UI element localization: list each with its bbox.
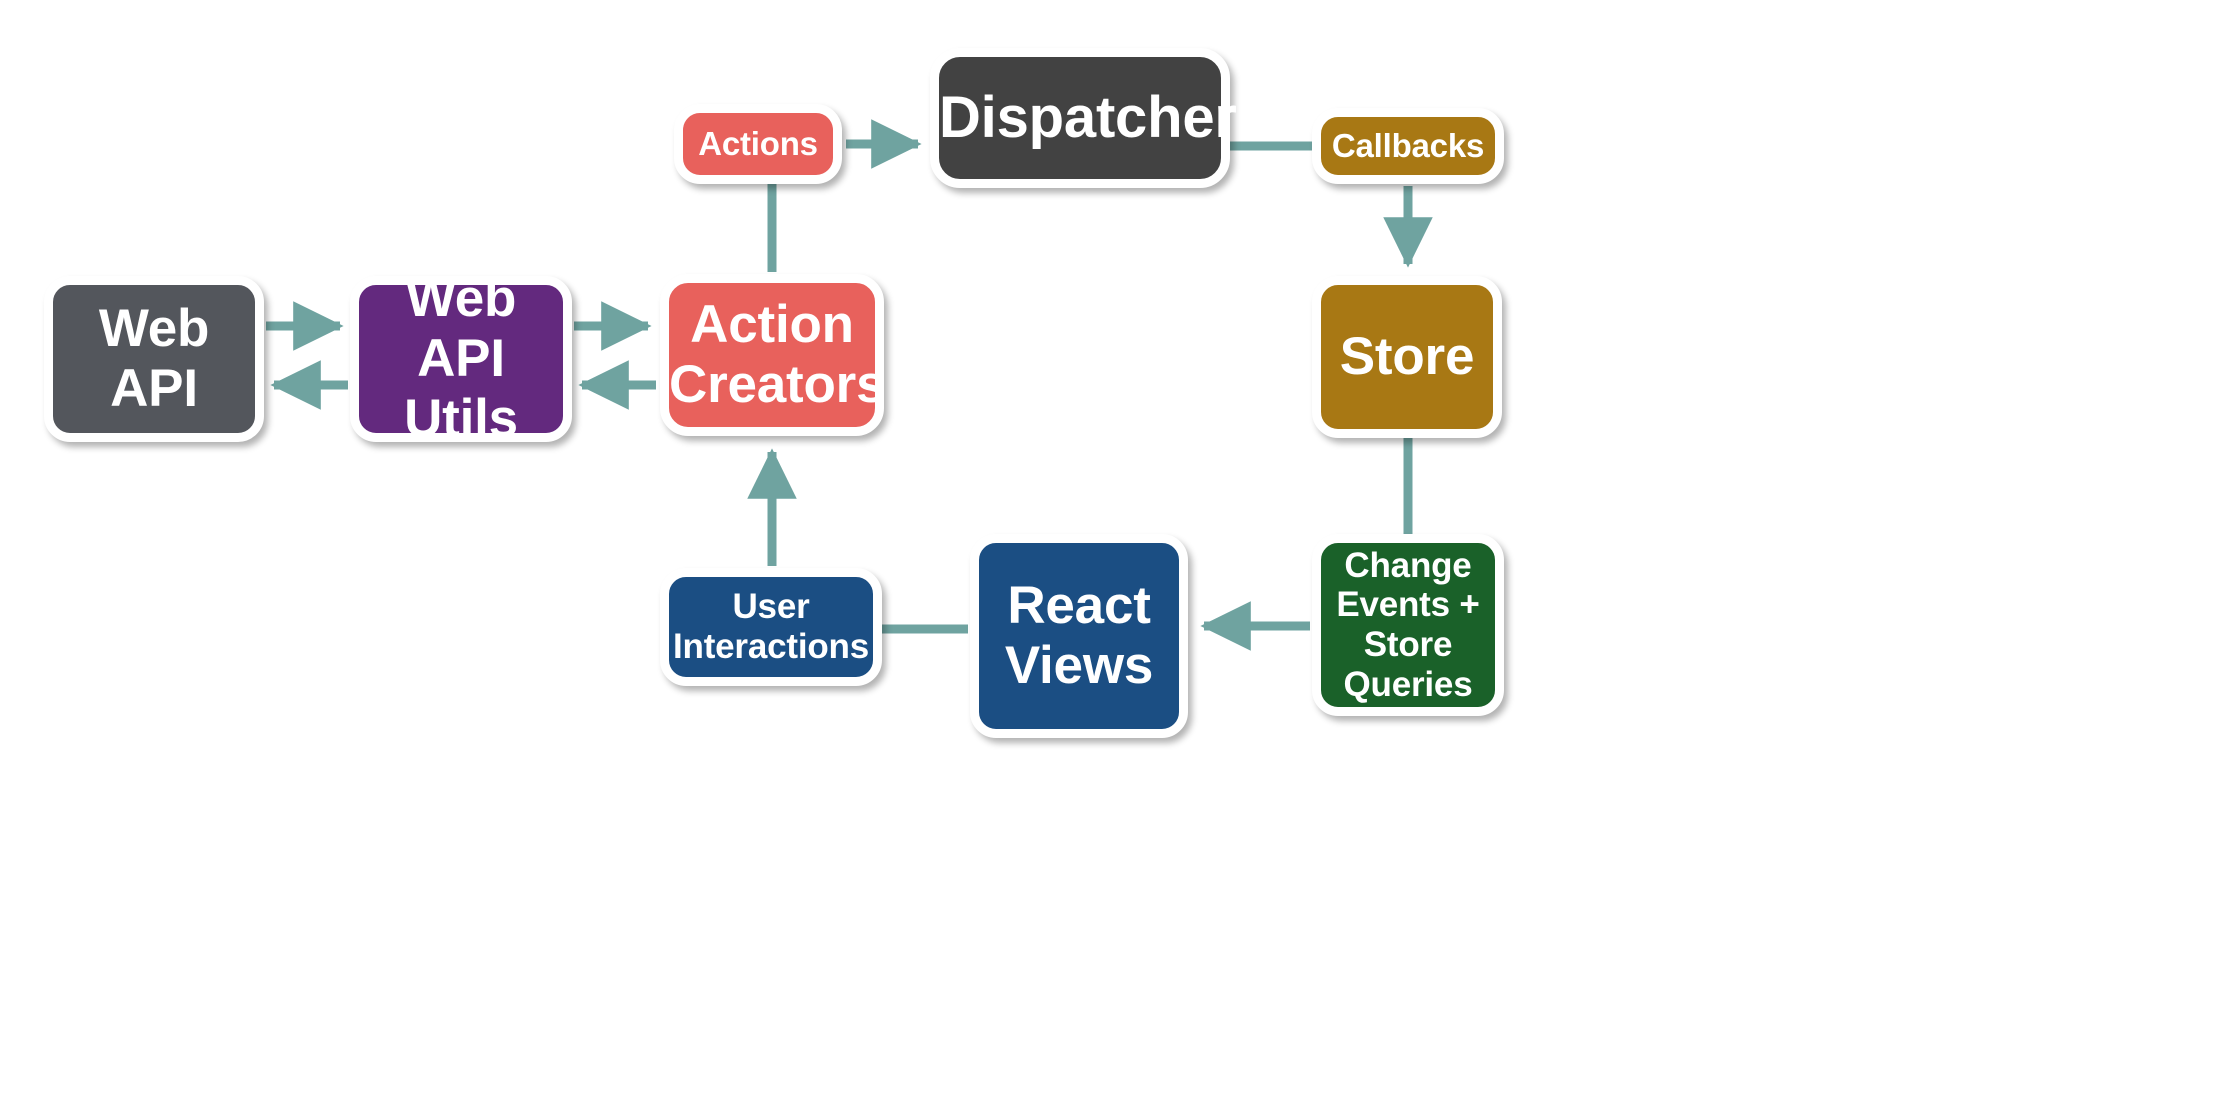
node-action-creators[interactable]: Action Creators: [660, 274, 886, 436]
node-store-label: Store: [1339, 327, 1475, 387]
node-dispatcher-label: Dispatcher: [939, 85, 1237, 151]
node-web-api-utils-label: Web API Utils: [404, 269, 518, 448]
node-change-events-store-queries[interactable]: Change Events + Store Queries: [1312, 534, 1504, 716]
node-react-views[interactable]: React Views: [970, 534, 1188, 738]
node-change-events-label: Change Events + Store Queries: [1336, 545, 1480, 704]
node-store[interactable]: Store: [1312, 276, 1502, 438]
node-user-interactions-label: User Interactions: [673, 587, 869, 666]
node-actions[interactable]: Actions: [674, 104, 842, 184]
node-actions-label: Actions: [698, 125, 818, 163]
node-web-api-label: Web API: [98, 299, 210, 418]
node-action-creators-label: Action Creators: [669, 295, 886, 414]
node-react-views-label: React Views: [1004, 576, 1154, 695]
node-dispatcher[interactable]: Dispatcher: [930, 48, 1237, 188]
node-web-api-utils[interactable]: Web API Utils: [350, 269, 572, 448]
node-web-api[interactable]: Web API: [44, 276, 264, 442]
node-callbacks-label: Callbacks: [1331, 127, 1485, 165]
node-callbacks[interactable]: Callbacks: [1312, 108, 1504, 184]
node-user-interactions[interactable]: User Interactions: [660, 568, 882, 686]
